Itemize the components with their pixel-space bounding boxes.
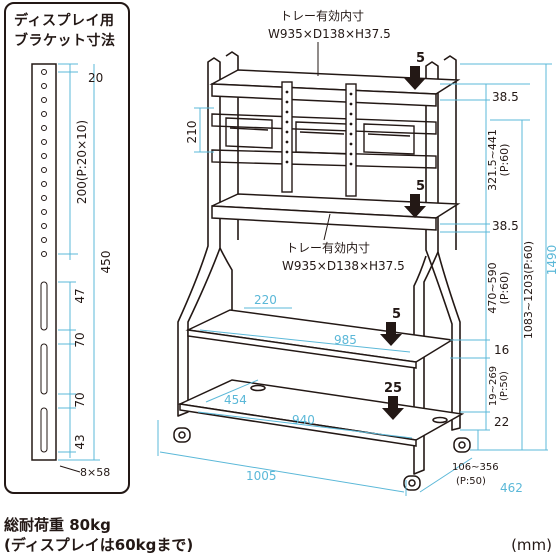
bracket-body	[31, 63, 57, 461]
dim-1083: 1083~1203(P:60)	[522, 241, 535, 339]
dim-454: 454	[224, 393, 247, 407]
dim-19-pitch: (P:50)	[499, 371, 510, 401]
load-arrow-middle-icon	[404, 194, 426, 218]
top-tray-label-1: トレー有効内寸	[280, 8, 364, 23]
bottom-shelf	[177, 379, 465, 447]
bracket-dim-450: 450	[99, 251, 113, 274]
middle-tray-label-1: トレー有効内寸	[286, 240, 370, 255]
middle-tray	[211, 193, 461, 231]
dim-220: 220	[254, 293, 277, 307]
bracket-dim-70b: 70	[73, 392, 87, 407]
upper-shelf	[185, 309, 455, 369]
dim-321-pitch: (P:60)	[498, 144, 511, 177]
dim-210: 210	[185, 121, 199, 144]
dim-1005: 1005	[246, 469, 277, 483]
bracket-drawing	[31, 63, 57, 461]
middle-tray-label-2: W935×D138×H37.5	[282, 259, 405, 273]
dim-985: 985	[334, 333, 357, 347]
bracket-dim-8x58: 8×58	[80, 466, 110, 479]
load-value-top: 5	[416, 51, 425, 66]
bracket-dim-lines	[58, 63, 100, 461]
dim-462: 462	[500, 481, 523, 495]
display-load-capacity: (ディスプレイは60kgまで)	[4, 536, 194, 554]
bracket-dim-43: 43	[73, 434, 87, 449]
total-load-capacity: 総耐荷重 80kg	[4, 516, 111, 534]
dim-470: 470~590	[486, 262, 499, 313]
bracket-dimension-panel: ディスプレイ用 ブラケット寸法	[4, 2, 130, 494]
dim-470-pitch: (P:60)	[498, 272, 511, 305]
dim-22: 22	[494, 415, 509, 429]
top-tray	[209, 69, 461, 107]
bracket-dim-200: 200(P:20×10)	[75, 120, 89, 204]
dim-106: 106~356	[452, 462, 499, 473]
dim-16: 16	[494, 343, 509, 357]
dim-106-pitch: (P:50)	[456, 476, 486, 487]
load-arrows	[380, 66, 426, 420]
bracket-dim-70a: 70	[73, 332, 87, 347]
load-value-shelf: 5	[392, 307, 401, 322]
dim-940: 940	[292, 413, 315, 427]
casters	[173, 427, 471, 491]
top-tray-label-2: W935×D138×H37.5	[268, 27, 391, 41]
dim-38-5-top: 38.5	[492, 90, 519, 104]
load-arrow-bottom-icon	[382, 396, 404, 420]
rack-frame	[177, 51, 461, 475]
rack-dim-lines	[157, 63, 552, 496]
load-value-bottom: 25	[384, 381, 402, 396]
bracket-dim-20: 20	[88, 71, 103, 85]
bracket-dim-47: 47	[73, 288, 87, 303]
bracket-holes	[41, 69, 47, 257]
dim-321: 321.5~441	[486, 129, 499, 191]
dim-19: 19~269	[488, 366, 499, 406]
unit-label: (mm)	[511, 536, 552, 554]
bracket-slots	[40, 281, 48, 453]
load-arrow-top-icon	[404, 66, 426, 90]
dim-1490: 1490	[545, 245, 559, 276]
mount-panel	[211, 113, 437, 169]
bracket-title-line1: ディスプレイ用	[14, 13, 115, 29]
load-value-middle: 5	[416, 179, 425, 194]
display-brackets	[281, 81, 357, 197]
dim-38-5-middle: 38.5	[492, 219, 519, 233]
bracket-title-line2: ブラケット寸法	[14, 33, 116, 49]
load-arrow-shelf-icon	[380, 322, 402, 346]
